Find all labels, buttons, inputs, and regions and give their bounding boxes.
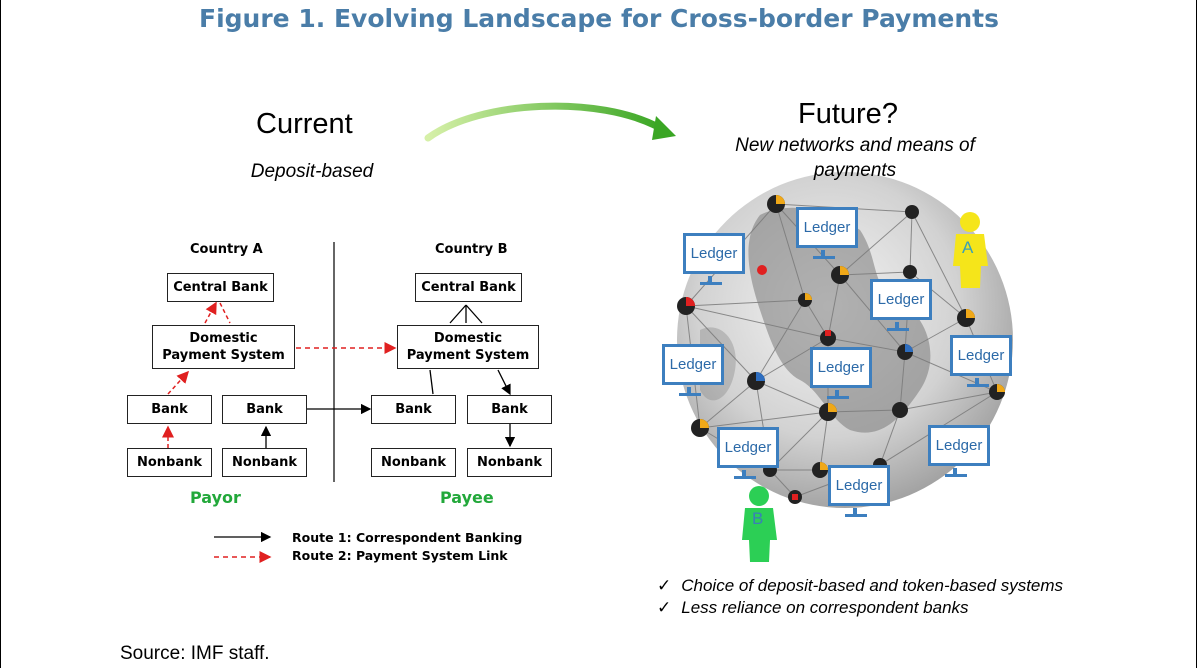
current-subtitle: Deposit-based — [250, 161, 374, 182]
route1-lines — [260, 304, 516, 448]
node — [957, 309, 975, 327]
node — [831, 266, 849, 284]
legend-route2-text: Route 2: Payment System Link — [292, 548, 508, 563]
checkmark-icon: ✓ — [657, 576, 672, 595]
node — [819, 403, 837, 421]
check-item-2: ✓ Less reliance on correspondent banks — [657, 598, 969, 618]
person-a-figure — [953, 212, 988, 288]
domestic-line2: Payment System — [406, 348, 530, 363]
node — [905, 205, 919, 219]
central-bank-b: Central Bank — [415, 273, 522, 302]
ledger-6: Ledger — [950, 335, 1012, 387]
nonbank-a1: Nonbank — [127, 448, 212, 477]
check-item-1: ✓ Choice of deposit-based and token-based… — [657, 576, 1063, 596]
node — [788, 490, 802, 504]
node — [903, 265, 917, 279]
domestic-payment-system-b: Domestic Payment System — [397, 325, 539, 369]
legend-route1-text: Route 1: Correspondent Banking — [292, 530, 523, 545]
node — [691, 419, 709, 437]
node — [820, 330, 836, 346]
payee-label: Payee — [440, 488, 494, 507]
current-heading: Current — [256, 108, 353, 140]
domestic-line2: Payment System — [162, 348, 285, 363]
node — [767, 195, 785, 213]
ledger-4: Ledger — [662, 344, 724, 396]
nonbank-b1: Nonbank — [371, 448, 456, 477]
country-a-label: Country A — [190, 242, 263, 257]
check-text: Less reliance on correspondent banks — [681, 598, 969, 617]
node — [812, 462, 828, 478]
network-nodes — [677, 195, 1005, 504]
person-b-label: B — [752, 509, 764, 528]
source-note: Source: IMF staff. — [120, 643, 270, 664]
bank-b2: Bank — [467, 395, 552, 424]
node — [757, 265, 767, 275]
person-b-figure — [742, 486, 777, 562]
ledger-2: Ledger — [796, 207, 858, 259]
country-b-label: Country B — [435, 242, 508, 257]
node — [897, 344, 913, 360]
transition-arrow — [424, 102, 676, 142]
domestic-payment-system-a: Domestic Payment System — [152, 325, 295, 369]
domestic-line1: Domestic — [189, 331, 258, 346]
route2-lines — [162, 301, 397, 448]
ledger-3: Ledger — [870, 279, 932, 331]
future-subtitle-line1: New networks and means of — [735, 135, 975, 156]
checkmark-icon: ✓ — [657, 598, 672, 617]
node — [892, 402, 908, 418]
node — [747, 372, 765, 390]
check-text: Choice of deposit-based and token-based … — [681, 576, 1064, 595]
node — [798, 293, 812, 307]
bank-b1: Bank — [371, 395, 456, 424]
nonbank-a2: Nonbank — [222, 448, 307, 477]
bank-a2: Bank — [222, 395, 307, 424]
future-subtitle-line2: payments — [813, 160, 897, 181]
ledger-7: Ledger — [717, 427, 779, 479]
future-heading: Future? — [798, 98, 898, 130]
node — [989, 384, 1005, 400]
bank-a1: Bank — [127, 395, 212, 424]
person-a-label: A — [962, 238, 974, 257]
payor-label: Payor — [190, 488, 241, 507]
ledger-5: Ledger — [810, 347, 872, 399]
figure-title: Figure 1. Evolving Landscape for Cross-b… — [199, 4, 999, 33]
central-bank-a: Central Bank — [167, 273, 274, 302]
ledger-9: Ledger — [828, 465, 890, 517]
ledger-8: Ledger — [928, 425, 990, 477]
domestic-line1: Domestic — [433, 331, 503, 346]
node — [677, 297, 695, 315]
nonbank-b2: Nonbank — [467, 448, 552, 477]
ledger-1: Ledger — [683, 233, 745, 285]
